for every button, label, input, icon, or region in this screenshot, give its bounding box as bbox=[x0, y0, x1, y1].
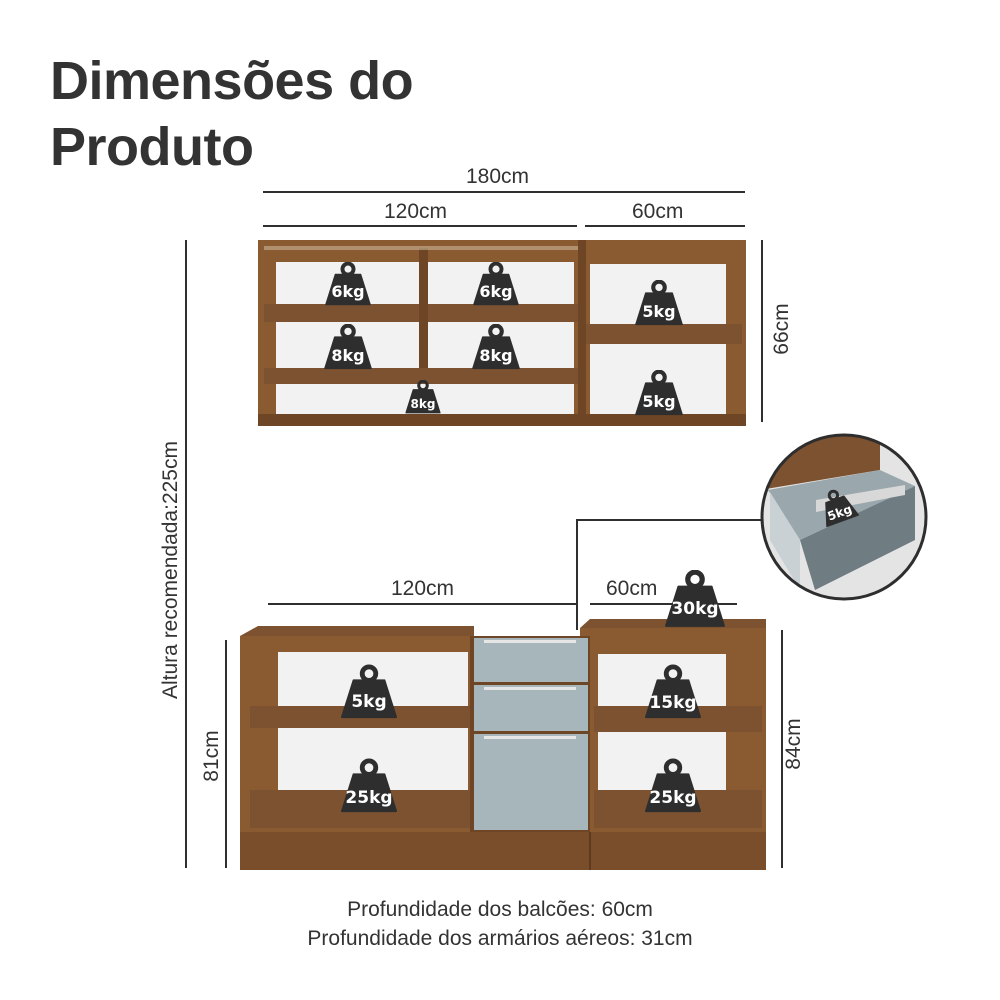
recommended-height-label: Altura recomendada:225cm bbox=[159, 441, 182, 699]
lower-left-width-label: 120cm bbox=[391, 577, 455, 600]
lower-right-width-label: 60cm bbox=[606, 577, 658, 600]
title-line-1: Dimensões do bbox=[50, 51, 414, 111]
lower-left-height-label: 81cm bbox=[200, 730, 223, 782]
footer-depth-wall-cabinets: Profundidade dos armários aéreos: 31cm bbox=[307, 927, 693, 950]
callout-line bbox=[576, 519, 762, 630]
weight-icons: 6kg 6kg 8kg 8kg 8kg 5kg 5kg 5kg 30kg 5kg… bbox=[325, 264, 861, 812]
weight-label: 6kg bbox=[331, 282, 364, 301]
upper-right-width-label: 60cm bbox=[632, 200, 684, 223]
total-width-label: 180cm bbox=[466, 165, 530, 188]
footer-depth-counters: Profundidade dos balcões: 60cm bbox=[347, 898, 653, 921]
weight-label: 8kg bbox=[411, 397, 436, 411]
weight-label: 6kg bbox=[479, 282, 512, 301]
lower-right-height-label: 84cm bbox=[782, 718, 805, 770]
upper-left-width-label: 120cm bbox=[384, 200, 448, 223]
weight-label: 25kg bbox=[345, 788, 392, 808]
weight-label: 30kg bbox=[671, 599, 718, 619]
weight-label: 25kg bbox=[649, 788, 696, 808]
weight-label: 5kg bbox=[642, 392, 675, 411]
weight-label: 5kg bbox=[642, 302, 675, 321]
upper-height-label: 66cm bbox=[770, 303, 793, 355]
title-line-2: Produto bbox=[50, 117, 254, 177]
page-title: Dimensões do Produto bbox=[50, 48, 414, 180]
weight-label: 8kg bbox=[331, 346, 364, 365]
weight-label: 5kg bbox=[351, 692, 386, 712]
weight-label: 8kg bbox=[479, 346, 512, 365]
lower-cabinet bbox=[240, 619, 766, 870]
weight-label: 15kg bbox=[649, 693, 696, 713]
